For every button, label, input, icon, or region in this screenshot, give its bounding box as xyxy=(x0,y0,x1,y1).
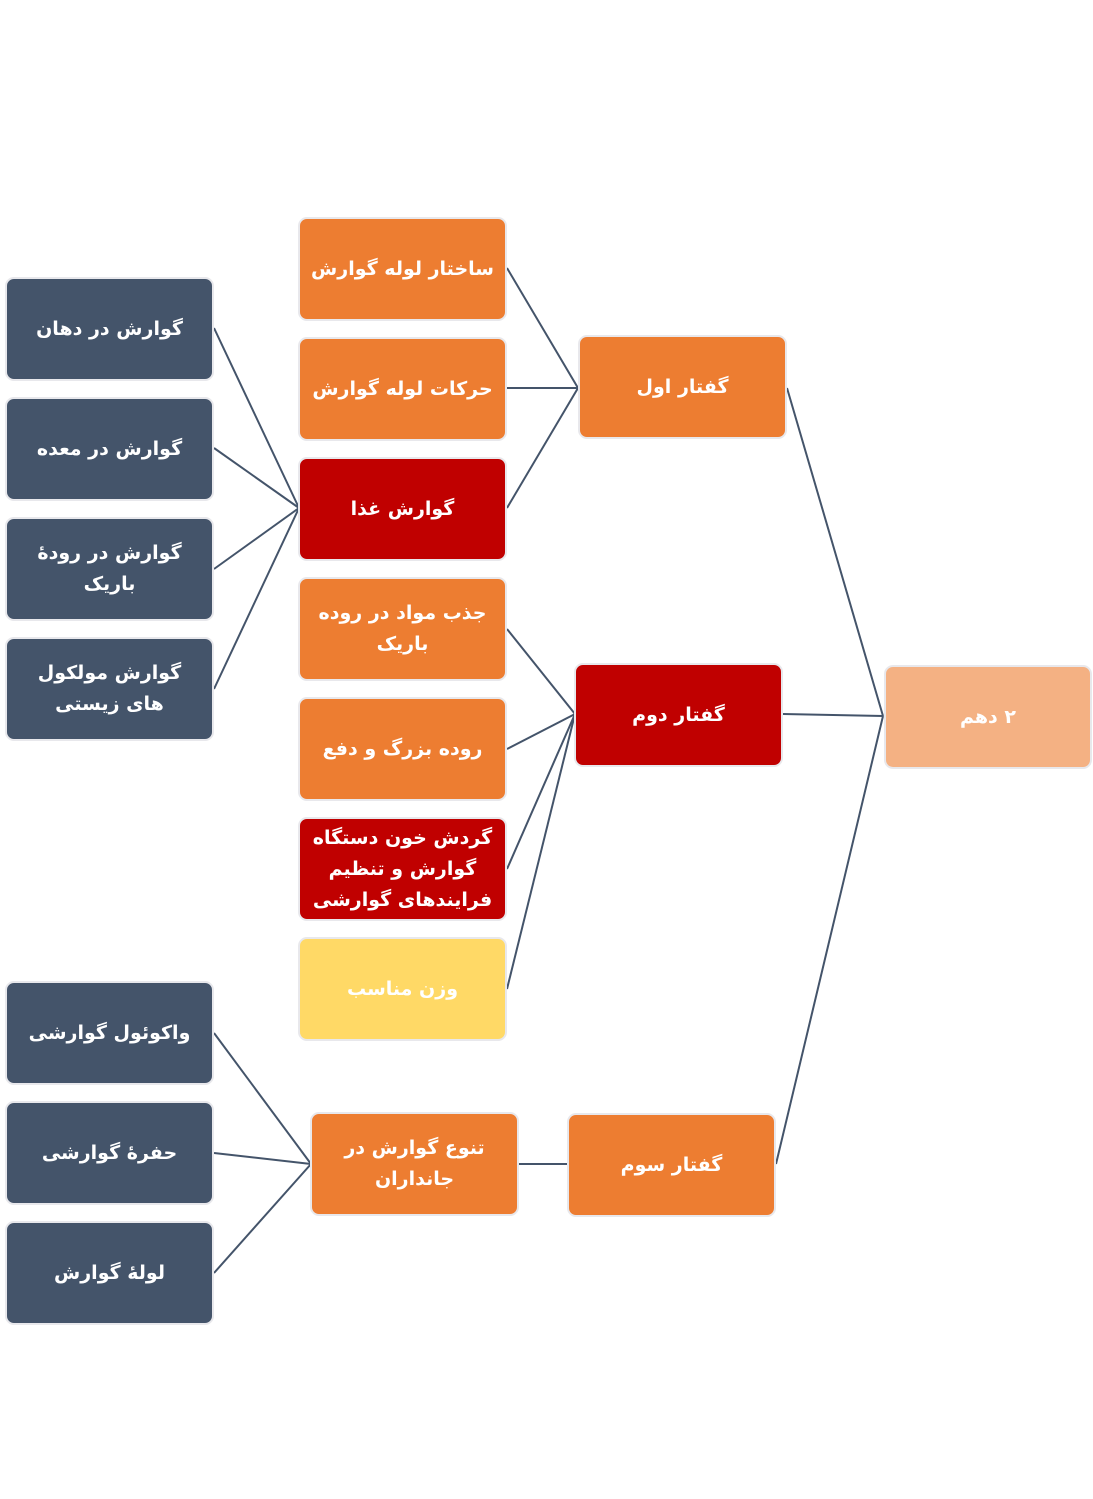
chapter-3-node: گفتار سوم xyxy=(567,1113,776,1217)
topic-diversity-node: تنوع گوارش در جانداران xyxy=(310,1112,519,1216)
subtopic-small-intestine-node: گوارش در رودهٔ باریک xyxy=(5,517,214,621)
topic-large-intestine-node: روده بزرگ و دفع xyxy=(298,697,507,801)
connector-diversity-vacuole xyxy=(213,1032,312,1165)
connector-food-biomolecules xyxy=(213,507,300,690)
topic-movements-node: حرکات لوله گوارش xyxy=(298,337,507,441)
connector-ch2-weight xyxy=(506,713,576,990)
connector-ch1-structure xyxy=(506,267,579,389)
subtopic-mouth-node: گوارش در دهان xyxy=(5,277,214,381)
subtopic-cavity-node: حفرهٔ گوارشی xyxy=(5,1101,214,1205)
connector-diversity-cavity xyxy=(213,1152,312,1165)
connector-ch2-absorption xyxy=(506,628,576,715)
topic-food-digestion-node: گوارش غذا xyxy=(298,457,507,561)
root-node: ۲ دهم xyxy=(884,665,1092,769)
topic-absorption-node: جذب مواد در روده باریک xyxy=(298,577,507,681)
connector-food-mouth xyxy=(213,327,300,509)
subtopic-tube-node: لولهٔ گوارش xyxy=(5,1221,214,1325)
connector-root-ch2 xyxy=(782,713,884,717)
chapter-1-node: گفتار اول xyxy=(578,335,787,439)
connector-ch1-food xyxy=(506,387,579,509)
connector-root-ch1 xyxy=(786,387,884,717)
connector-ch2-large-intestine xyxy=(506,713,576,750)
topic-circulation-node: گردش خون دستگاه گوارش و تنظیم فرایندهای … xyxy=(298,817,507,921)
subtopic-vacuole-node: واکوئول گوارشی xyxy=(5,981,214,1085)
chapter-2-node: گفتار دوم xyxy=(574,663,783,767)
subtopic-stomach-node: گوارش در معده xyxy=(5,397,214,501)
connector-food-stomach xyxy=(213,447,300,509)
connector-root-ch3 xyxy=(775,715,884,1165)
topic-weight-node: وزن مناسب xyxy=(298,937,507,1041)
connector-food-small-intestine xyxy=(213,507,300,570)
connector-ch2-circulation xyxy=(506,713,576,870)
connector-diversity-tube xyxy=(213,1163,312,1274)
topic-structure-node: ساختار لوله گوارش xyxy=(298,217,507,321)
subtopic-biomolecules-node: گوارش مولکول های زیستی xyxy=(5,637,214,741)
